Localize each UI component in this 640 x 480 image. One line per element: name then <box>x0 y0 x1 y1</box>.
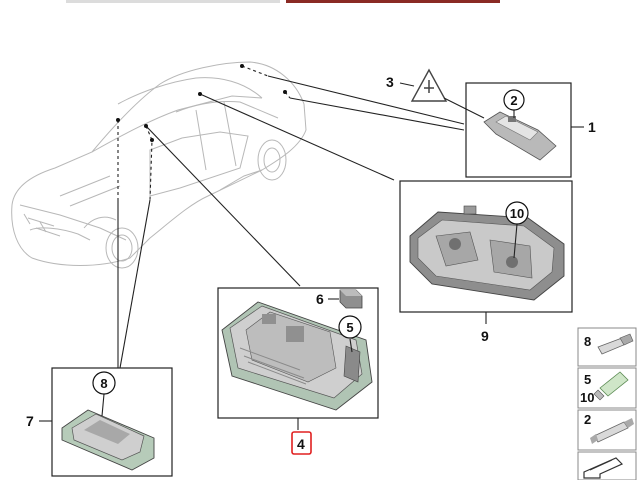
festoon-bulb-icon <box>597 333 634 355</box>
leader-lines <box>116 64 465 370</box>
part-label-1: 1 <box>588 119 596 135</box>
part-box-9: 9 10 <box>399 180 573 344</box>
legend-2-label-a: 5 <box>584 372 591 387</box>
part-label-9: 9 <box>481 328 489 344</box>
bulb-legend: 8 5 10 2 <box>577 327 637 480</box>
interior-light-assembly <box>221 301 373 411</box>
bulb-socket-small <box>483 111 557 161</box>
legend-3-label: 2 <box>584 412 591 427</box>
callout-8-label: 8 <box>100 376 107 391</box>
legend-1-label: 8 <box>584 334 591 349</box>
callout-2-circle <box>503 89 525 111</box>
callout-8-circle <box>92 371 116 395</box>
wedge-bulb-icon <box>593 371 629 401</box>
part-label-7: 7 <box>26 413 34 429</box>
part-label-6: 6 <box>316 291 324 307</box>
clip-part-6 <box>339 289 363 309</box>
part-box-7: 7 8 <box>26 367 173 477</box>
callout-5-circle <box>338 315 362 339</box>
warning-triangle-icon: 3 <box>386 68 485 119</box>
part-box-4: 4 6 5 <box>217 287 379 455</box>
part-label-4: 4 <box>297 436 305 452</box>
callout-10-label: 10 <box>510 206 524 221</box>
top-image-strip <box>66 0 500 3</box>
callout-2-label: 2 <box>510 93 517 108</box>
festoon-bulb-long-icon <box>590 418 634 444</box>
legend-row-2 <box>577 367 637 409</box>
arrow-icon <box>583 457 624 479</box>
callout-10-circle <box>505 201 529 225</box>
highlight-frame <box>291 431 312 455</box>
console-housing <box>409 205 565 301</box>
callout-5-label: 5 <box>346 320 353 335</box>
part-label-3: 3 <box>386 74 394 90</box>
footwell-light <box>61 409 155 471</box>
car-outline <box>11 61 307 269</box>
part-box-1: 1 2 <box>465 82 596 178</box>
legend-2-label-b: 10 <box>580 390 594 405</box>
